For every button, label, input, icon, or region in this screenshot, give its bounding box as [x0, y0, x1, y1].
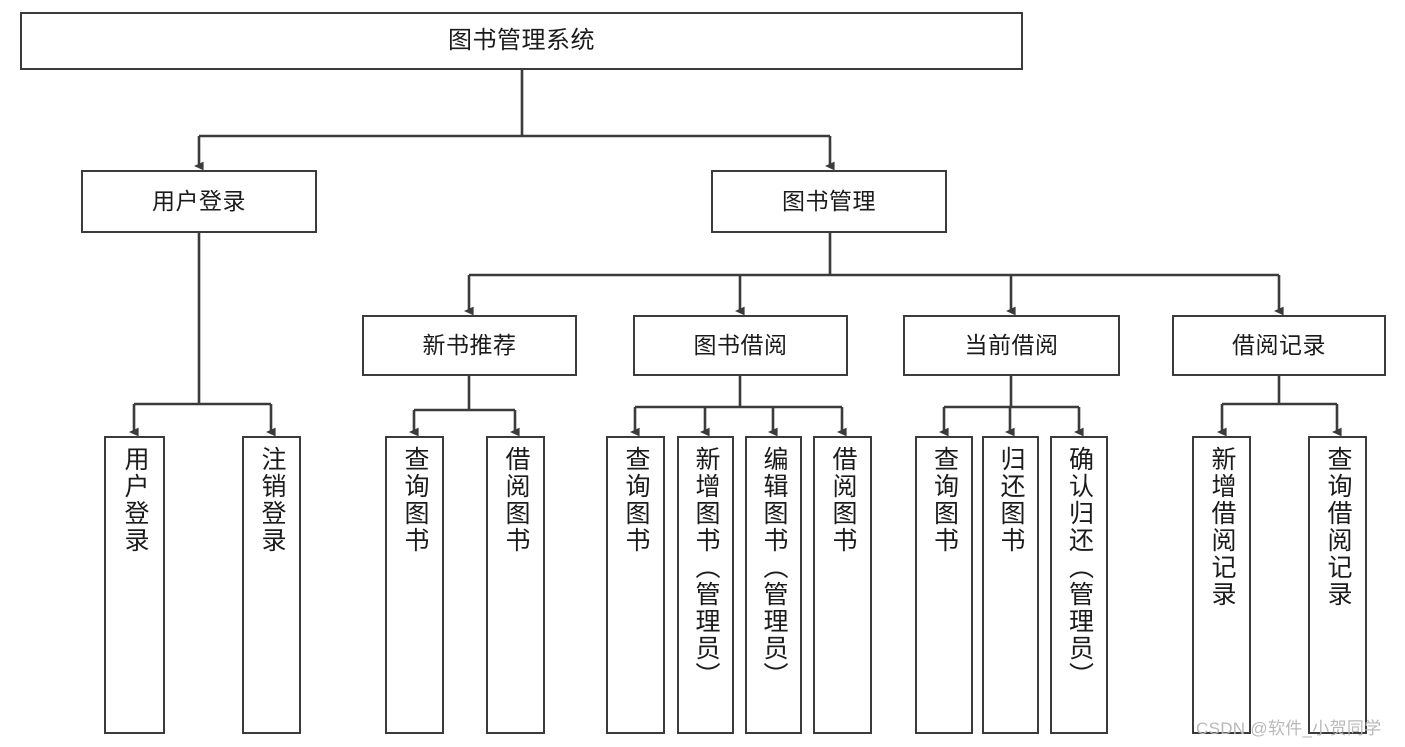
node-root-system[interactable]: 图书管理系统 — [20, 12, 1023, 70]
node-label: 借阅记录 — [1232, 331, 1326, 358]
node-label: 图书借阅 — [693, 331, 788, 358]
node-label: 编辑图书（管理员） — [760, 446, 788, 689]
node-label: 图书管理系统 — [448, 26, 595, 54]
leaf-current-query-book[interactable]: 查询图书 — [915, 436, 973, 734]
node-current-borrow[interactable]: 当前借阅 — [903, 315, 1120, 376]
leaf-new-book-borrow[interactable]: 借阅图书 — [486, 436, 545, 734]
node-label: 查询图书 — [930, 446, 959, 554]
leaf-current-return-book[interactable]: 归还图书 — [982, 436, 1039, 734]
node-label: 当前借阅 — [964, 331, 1059, 358]
node-label: 借阅图书 — [829, 446, 857, 554]
node-label: 归还图书 — [997, 446, 1025, 554]
leaf-record-add-record[interactable]: 新增借阅记录 — [1192, 436, 1251, 734]
node-label: 用户登录 — [121, 446, 149, 554]
node-label: 确认归还（管理员） — [1065, 446, 1094, 689]
node-label: 查询借阅记录 — [1324, 446, 1352, 608]
leaf-current-confirm-return-admin[interactable]: 确认归还（管理员） — [1050, 436, 1108, 734]
node-label: 注销登录 — [258, 446, 286, 554]
node-book-management[interactable]: 图书管理 — [711, 170, 947, 233]
leaf-new-book-query[interactable]: 查询图书 — [385, 436, 444, 734]
node-label: 查询图书 — [401, 446, 429, 554]
leaf-borrow-borrow-book[interactable]: 借阅图书 — [813, 436, 872, 734]
node-label: 查询图书 — [622, 446, 650, 554]
node-label: 新增图书（管理员） — [692, 446, 720, 689]
leaf-borrow-edit-book-admin[interactable]: 编辑图书（管理员） — [745, 436, 802, 734]
node-user-login[interactable]: 用户登录 — [81, 170, 317, 233]
node-label: 用户登录 — [152, 187, 246, 214]
leaf-user-login-logout[interactable]: 注销登录 — [242, 436, 301, 734]
leaf-record-query-record[interactable]: 查询借阅记录 — [1308, 436, 1367, 734]
node-book-borrow[interactable]: 图书借阅 — [633, 315, 848, 376]
leaf-borrow-add-book-admin[interactable]: 新增图书（管理员） — [677, 436, 734, 734]
csdn-watermark: CSDN @软件_小贺同学 — [1196, 719, 1382, 738]
leaf-borrow-query-book[interactable]: 查询图书 — [606, 436, 665, 734]
node-label: 新书推荐 — [422, 331, 517, 358]
node-new-book-recommend[interactable]: 新书推荐 — [362, 315, 577, 376]
node-label: 借阅图书 — [502, 446, 530, 554]
leaf-user-login-login[interactable]: 用户登录 — [104, 436, 165, 734]
node-label: 新增借阅记录 — [1208, 446, 1236, 608]
node-label: 图书管理 — [782, 187, 876, 214]
node-borrow-record[interactable]: 借阅记录 — [1172, 315, 1386, 376]
